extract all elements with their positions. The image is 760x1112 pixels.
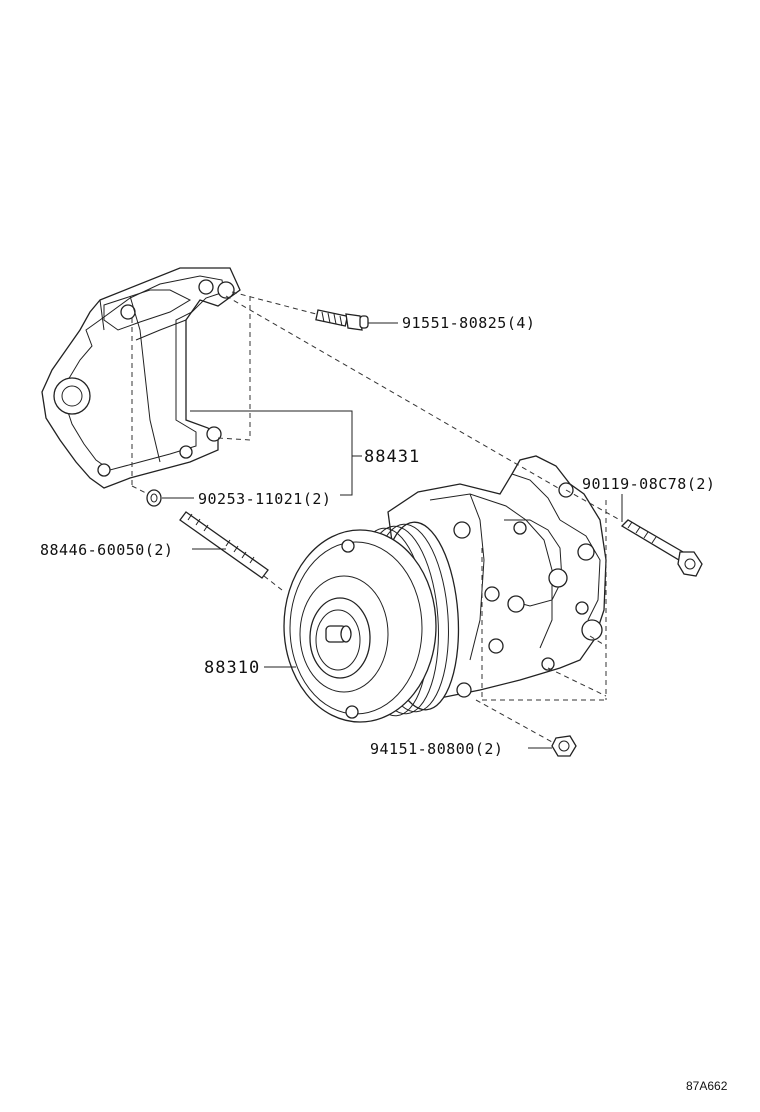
part-label-stud: 88446-60050(2) — [40, 541, 173, 559]
part-label-compressor: 88310 — [204, 658, 260, 678]
leader-lines — [162, 322, 623, 749]
reference-code: 87A662 — [686, 1079, 728, 1093]
compressor-drawing — [283, 455, 607, 723]
bracket-drawing — [41, 267, 241, 489]
part-label-bracket: 88431 — [364, 447, 420, 467]
bracket-dashed-lines — [131, 291, 566, 495]
nut-drawing — [551, 735, 577, 757]
part-label-nut: 94151-80800(2) — [370, 740, 503, 758]
part-label-bolt-top: 91551-80825(4) — [402, 314, 535, 332]
compressor-dashed-lines — [475, 489, 621, 743]
stud-drawing — [179, 511, 283, 591]
washer-drawing — [146, 489, 162, 507]
part-label-washer: 90253-11021(2) — [198, 490, 331, 508]
bolt-top-drawing — [315, 309, 369, 331]
bolt-right-drawing — [620, 519, 703, 577]
part-label-bolt-right: 90119-08C78(2) — [582, 475, 715, 493]
